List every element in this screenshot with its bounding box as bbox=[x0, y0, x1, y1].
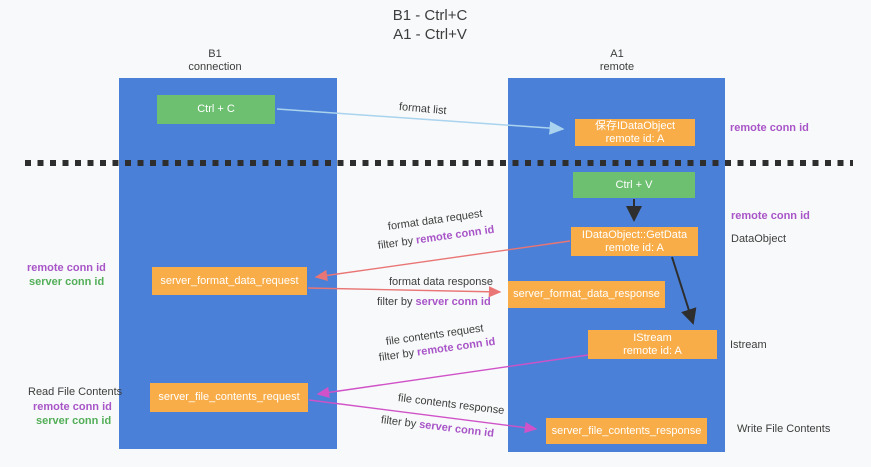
istream-line2: remote id: A bbox=[623, 344, 682, 357]
filter-by-prefix: filter by bbox=[380, 414, 420, 431]
title-line-1: B1 - Ctrl+C bbox=[392, 7, 468, 24]
left-remote-conn-id-bottom-label: remote conn id bbox=[33, 401, 112, 413]
istream-side-label: Istream bbox=[730, 339, 767, 351]
save-dataobject-line2: remote id: A bbox=[605, 132, 665, 145]
write-file-contents-label: Write File Contents bbox=[737, 423, 831, 435]
server-format-data-response-label: server_format_data_response bbox=[513, 288, 660, 300]
filter-by-prefix: filter by bbox=[377, 234, 417, 252]
lifeline-b1-role: connection bbox=[188, 61, 242, 73]
filter-by-prefix: filter by bbox=[377, 296, 416, 308]
lifeline-a1-role: remote bbox=[599, 61, 635, 73]
diagram-title: B1 - Ctrl+C A1 - Ctrl+V bbox=[300, 6, 560, 44]
server-format-data-request-node: server_format_data_request bbox=[152, 267, 307, 295]
file-contents-response-edge-label: file contents response bbox=[397, 392, 505, 417]
server-conn-id-key: server conn id bbox=[415, 296, 491, 308]
istream-node: IStream remote id: A bbox=[588, 330, 717, 359]
istream-line1: IStream bbox=[633, 331, 672, 344]
save-dataobject-line1: 保存IDataObject bbox=[594, 119, 676, 132]
ctrl-c-node: Ctrl + C bbox=[157, 95, 275, 124]
server-format-data-request-label: server_format_data_request bbox=[160, 274, 299, 287]
left-remote-conn-id-mid-label: remote conn id bbox=[27, 262, 106, 274]
format-list-edge-label: format list bbox=[398, 101, 448, 118]
left-server-conn-id-mid-label: server conn id bbox=[29, 276, 105, 288]
format-data-response-filter-label: filter by server conn id bbox=[377, 296, 491, 308]
title-line-2: A1 - Ctrl+V bbox=[393, 26, 467, 43]
getdata-line1: IDataObject::GetData bbox=[581, 228, 688, 241]
lifeline-header-a1: A1 remote bbox=[552, 48, 682, 74]
lifeline-header-b1: B1 connection bbox=[150, 48, 280, 74]
left-server-conn-id-bottom-label: server conn id bbox=[36, 415, 112, 427]
server-file-contents-request-node: server_file_contents_request bbox=[150, 383, 308, 412]
right-remote-conn-id-mid-label: remote conn id bbox=[731, 210, 810, 222]
getdata-line2: remote id: A bbox=[605, 241, 664, 254]
filter-by-prefix: filter by bbox=[378, 346, 418, 364]
server-format-data-response-node: server_format_data_response bbox=[508, 281, 665, 308]
ctrl-v-node: Ctrl + V bbox=[573, 172, 695, 198]
server-file-contents-response-node: server_file_contents_response bbox=[546, 418, 707, 444]
format-data-response-edge-label: format data response bbox=[389, 276, 493, 288]
read-file-contents-label: Read File Contents bbox=[28, 386, 123, 398]
lifeline-b1-name: B1 bbox=[208, 48, 222, 60]
server-file-contents-request-label: server_file_contents_request bbox=[158, 391, 300, 403]
idataobject-getdata-node: IDataObject::GetData remote id: A bbox=[571, 227, 698, 256]
ctrl-c-label: Ctrl + C bbox=[197, 103, 235, 115]
save-dataobject-node: 保存IDataObject remote id: A bbox=[575, 119, 695, 146]
dataobject-label: DataObject bbox=[731, 233, 787, 245]
server-conn-id-key: server conn id bbox=[418, 418, 495, 440]
right-remote-conn-id-top-label: remote conn id bbox=[730, 122, 809, 134]
server-file-contents-response-label: server_file_contents_response bbox=[551, 424, 702, 437]
file-contents-response-filter-label: filter by server conn id bbox=[380, 414, 494, 440]
lifeline-a1-name: A1 bbox=[610, 48, 624, 60]
ctrl-v-label: Ctrl + V bbox=[615, 178, 653, 191]
